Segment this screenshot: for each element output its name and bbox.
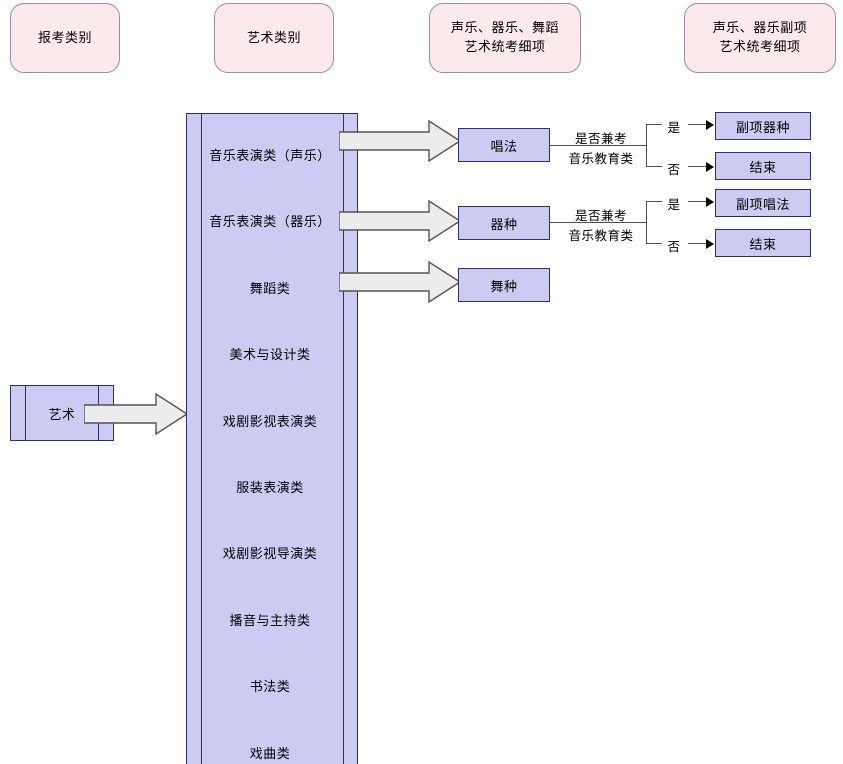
category-column-right-bar	[343, 114, 344, 764]
branch-1-condition-top: 是否兼考	[574, 131, 627, 146]
category-column-left-bar	[201, 114, 202, 764]
branch-1-yes-connector	[688, 124, 708, 125]
header-vocal-instr-minor-detail: 声乐、器乐副项 艺术统考细项	[684, 3, 836, 73]
block-arrow-instrument-to-instrument-type	[339, 199, 461, 243]
branch-1-condition-bottom: 音乐教育类	[568, 151, 634, 166]
branch-1-yes-label: 是	[667, 120, 681, 135]
result-box-end-1[interactable]: 结束	[715, 152, 811, 180]
category-item-chinese-opera[interactable]: 戏曲类	[249, 747, 291, 762]
category-column: 音乐表演类（声乐） 音乐表演类（器乐） 舞蹈类 美术与设计类 戏剧影视表演类 服…	[186, 113, 358, 764]
branch-2-no-arm	[646, 243, 662, 244]
branch-2-no-connector	[688, 243, 708, 244]
result-box-end-2[interactable]: 结束	[715, 229, 811, 257]
branch-2-split-bar	[646, 201, 647, 244]
detail-box-dance-type[interactable]: 舞种	[458, 268, 550, 302]
branch-2-no-arrowhead	[706, 239, 714, 249]
header-vocal-instr-dance-detail: 声乐、器乐、舞蹈 艺术统考细项	[429, 3, 581, 73]
header-apply-category: 报考类别	[10, 3, 120, 73]
header-vocal-instr-minor-detail-line-1: 声乐、器乐副项	[712, 21, 808, 36]
branch-2-yes-connector	[688, 201, 708, 202]
branch-2-condition-top: 是否兼考	[574, 208, 627, 223]
branch-2-yes-arm	[646, 201, 662, 202]
block-arrow-root-to-categories	[84, 392, 188, 436]
result-box-minor-instrument[interactable]: 副项器种	[715, 112, 811, 140]
header-vocal-instr-minor-detail-line-2: 艺术统考细项	[719, 40, 801, 55]
category-item-calligraphy[interactable]: 书法类	[249, 680, 291, 695]
branch-1-stem	[550, 145, 646, 146]
block-arrow-dance-to-dance-type	[339, 260, 461, 304]
category-item-dance[interactable]: 舞蹈类	[249, 282, 291, 297]
detail-box-singing-method[interactable]: 唱法	[458, 128, 550, 162]
branch-2-stem	[550, 222, 646, 223]
category-item-music-performance-vocal[interactable]: 音乐表演类（声乐）	[209, 149, 331, 164]
branch-1-yes-arrowhead	[706, 120, 714, 130]
header-apply-category-line-1: 报考类别	[37, 30, 92, 46]
header-vocal-instr-dance-detail-line-1: 声乐、器乐、舞蹈	[450, 21, 559, 36]
category-item-music-performance-instrument[interactable]: 音乐表演类（器乐）	[209, 215, 331, 230]
header-art-category: 艺术类别	[214, 3, 334, 73]
category-item-costume-performance[interactable]: 服装表演类	[236, 481, 304, 496]
header-art-category-line-1: 艺术类别	[246, 30, 301, 46]
branch-2-yes-label: 是	[667, 197, 681, 212]
root-node-left-bar	[25, 386, 26, 440]
branch-1-split-bar	[646, 124, 647, 167]
category-item-drama-film-tv-acting[interactable]: 戏剧影视表演类	[222, 415, 318, 430]
category-item-drama-film-tv-directing[interactable]: 戏剧影视导演类	[222, 547, 318, 562]
branch-2-no-label: 否	[667, 239, 681, 254]
root-node-label: 艺术	[48, 407, 76, 423]
header-vocal-instr-dance-detail-line-2: 艺术统考细项	[464, 40, 546, 55]
detail-box-instrument-type[interactable]: 器种	[458, 206, 550, 240]
branch-2-yes-arrowhead	[706, 197, 714, 207]
category-item-broadcasting-hosting[interactable]: 播音与主持类	[229, 614, 311, 629]
branch-1-no-connector	[688, 166, 708, 167]
branch-1-no-label: 否	[667, 162, 681, 177]
branch-1-no-arrowhead	[706, 162, 714, 172]
branch-1-no-arm	[646, 166, 662, 167]
branch-2-condition-bottom: 音乐教育类	[568, 228, 634, 243]
result-box-minor-singing[interactable]: 副项唱法	[715, 189, 811, 217]
block-arrow-vocal-to-singing-method	[339, 119, 461, 163]
branch-1-yes-arm	[646, 124, 662, 125]
category-item-fine-art-design[interactable]: 美术与设计类	[229, 348, 311, 363]
